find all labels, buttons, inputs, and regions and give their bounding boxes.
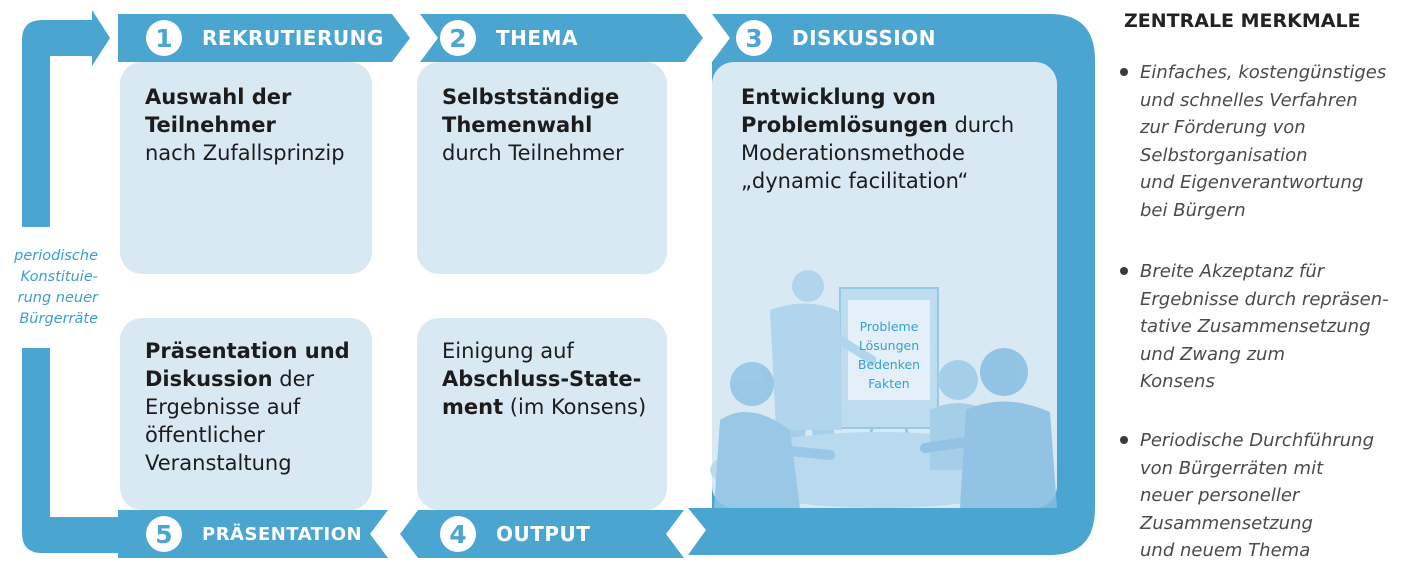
text-bold: Entwicklung von: [741, 85, 936, 109]
feature-line: Selbstorganisation: [1140, 144, 1308, 166]
flipchart-item: Lösungen: [858, 338, 920, 353]
box-rekrutierung-text: Auswahl der Teilnehmer nach Zufallsprinz…: [145, 83, 345, 167]
step-5-label: PRÄSENTATION: [202, 523, 363, 545]
step-5-arrow: [118, 510, 388, 558]
feature-line: und Eigenverantwortung: [1140, 172, 1364, 193]
text-bold: Themenwahl: [442, 113, 593, 137]
return-arrow: [22, 10, 118, 553]
text-line: Veranstaltung: [145, 451, 292, 475]
box-praesentation-text: Präsentation und Diskussion der Ergebnis…: [145, 337, 350, 477]
bullet-icon: [1120, 68, 1128, 76]
step-2-arrow: [420, 14, 703, 62]
step-1-number: 1: [146, 20, 182, 56]
feature-line: Konsens: [1140, 371, 1215, 392]
feature-line: Einfaches, kostengünstiges: [1140, 62, 1387, 83]
box-thema: [417, 62, 667, 274]
side-label: periodische Konstituie- rung neuer Bürge…: [0, 246, 98, 330]
text-bold: Abschluss-State-: [442, 367, 642, 391]
bullet-icon: [1120, 436, 1128, 444]
side-label-line: periodische: [14, 248, 98, 264]
meeting-illustration: [710, 270, 1057, 508]
text-bold: Teilnehmer: [145, 113, 276, 137]
side-label-line: Bürgerräte: [19, 311, 98, 327]
step-1-header: 1 REKRUTIERUNG: [146, 13, 384, 63]
step-2-number: 2: [440, 20, 476, 56]
feature-line: zur Förderung von: [1140, 117, 1306, 138]
feature-line: bei Bürgern: [1140, 199, 1246, 221]
feature-line: tative Zusammensetzung: [1140, 316, 1371, 337]
step-3-label: DISKUSSION: [792, 26, 936, 50]
feature-line: und neuem Thema: [1140, 540, 1311, 561]
process-cycle-graphic: [22, 10, 1095, 558]
step-5-header: 5 PRÄSENTATION: [146, 509, 362, 559]
box-praesentation: [120, 318, 372, 510]
box-diskussion-text: Entwicklung von Problemlösungen durch Mo…: [741, 83, 1014, 195]
feature-text: Einfaches, kostengünstiges und schnelles…: [1140, 59, 1386, 224]
feature-line: Ergebnisse durch repräsen-: [1140, 288, 1389, 310]
text-line: nach Zufallsprinzip: [145, 141, 345, 165]
box-output: [417, 318, 667, 510]
flipchart-text: Probleme Lösungen Bedenken Fakten: [848, 317, 930, 393]
feature-text: Breite Akzeptanz für Ergebnisse durch re…: [1140, 258, 1389, 396]
text-bold: ment: [442, 395, 504, 419]
box-output-text: Einigung auf Abschluss-State- ment (im K…: [442, 337, 646, 421]
step-1-arrow: [118, 14, 410, 62]
flipchart-item: Probleme: [859, 319, 919, 334]
step-4-label: OUTPUT: [496, 522, 591, 546]
step-4-number: 4: [440, 516, 476, 552]
feature-line: neuer personeller: [1140, 485, 1300, 506]
feature-text: Periodische Durchführung von Bürgerräten…: [1140, 427, 1374, 565]
step-3-header: 3 DISKUSSION: [736, 13, 936, 63]
text-line: Ergebnisse auf: [145, 395, 301, 419]
text-line: durch Teilnehmer: [442, 141, 624, 165]
step-1-label: REKRUTIERUNG: [202, 26, 384, 50]
panel-title: ZENTRALE MERKMALE: [1124, 10, 1361, 32]
feature-line: von Bürgerräten mit: [1140, 457, 1324, 479]
feature-line: Breite Akzeptanz für: [1140, 261, 1325, 282]
text-line: öffentlicher: [145, 423, 265, 447]
text-bold: Selbstständige: [442, 85, 620, 109]
step-5-number: 5: [146, 516, 182, 552]
text-line: (im Konsens): [503, 395, 647, 419]
feature-line: und Zwang zum: [1140, 343, 1285, 365]
text-line: Moderationsmethode: [741, 141, 965, 165]
step-3-number: 3: [736, 20, 772, 56]
step-2-header: 2 THEMA: [440, 13, 578, 63]
text-line: „dynamic facilitation“: [741, 169, 969, 193]
side-label-line: rung neuer: [17, 290, 98, 306]
flipchart-item: Fakten: [868, 376, 910, 391]
feature-line: Zusammensetzung: [1140, 512, 1313, 534]
step-2-label: THEMA: [496, 26, 578, 50]
box-thema-text: Selbstständige Themenwahl durch Teilnehm…: [442, 83, 624, 167]
text-bold: Problemlösungen: [741, 113, 948, 137]
box-rekrutierung: [120, 62, 372, 274]
text-line: der: [272, 367, 315, 391]
flipchart-item: Bedenken: [857, 357, 921, 372]
text-bold: Präsentation und: [145, 339, 350, 363]
step-4-header: 4 OUTPUT: [440, 509, 590, 559]
feature-line: und schnelles Verfahren: [1140, 89, 1358, 111]
side-label-line: Konstituie-: [20, 269, 98, 285]
text-bold: Auswahl der: [145, 85, 292, 109]
text-bold: Diskussion: [145, 367, 273, 391]
text-line: Einigung auf: [442, 339, 574, 363]
bullet-icon: [1120, 267, 1128, 275]
feature-line: Periodische Durchführung: [1140, 430, 1375, 451]
text-line: durch: [947, 113, 1015, 137]
